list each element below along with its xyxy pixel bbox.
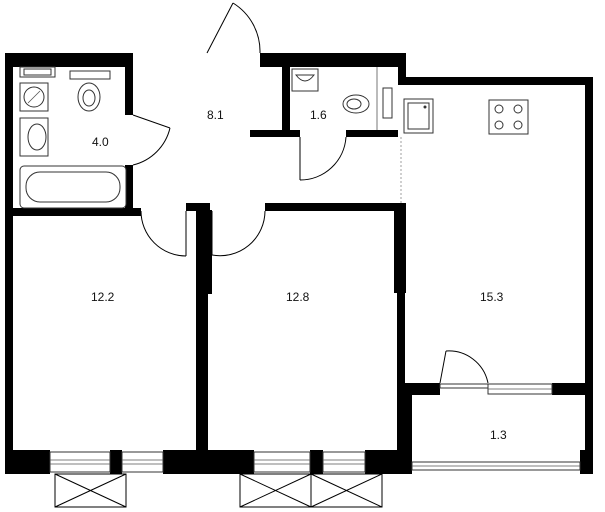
cooktop bbox=[488, 99, 529, 135]
kitchen-fixtures bbox=[403, 98, 529, 135]
toilet-cistern bbox=[382, 87, 393, 119]
kitchen-area: 15.3 bbox=[480, 290, 504, 304]
doors bbox=[132, 2, 489, 384]
toilet-cistern bbox=[69, 70, 111, 80]
toilet-fixtures bbox=[291, 67, 393, 130]
exterior-walls bbox=[5, 53, 593, 474]
hallway-area: 8.1 bbox=[207, 108, 224, 122]
bathroom-area: 4.0 bbox=[92, 135, 109, 149]
bathroom-fixtures bbox=[19, 66, 127, 209]
windows bbox=[49, 383, 581, 473]
room-labels: 4.0 8.1 1.6 15.3 12.2 12.8 1.3 bbox=[91, 108, 507, 442]
interior-walls bbox=[13, 67, 586, 450]
living-room-area: 12.8 bbox=[286, 290, 310, 304]
balcony-area: 1.3 bbox=[490, 428, 507, 442]
bedroom-area: 12.2 bbox=[91, 290, 115, 304]
french-balconies bbox=[54, 473, 383, 508]
toilet-area: 1.6 bbox=[310, 108, 327, 122]
